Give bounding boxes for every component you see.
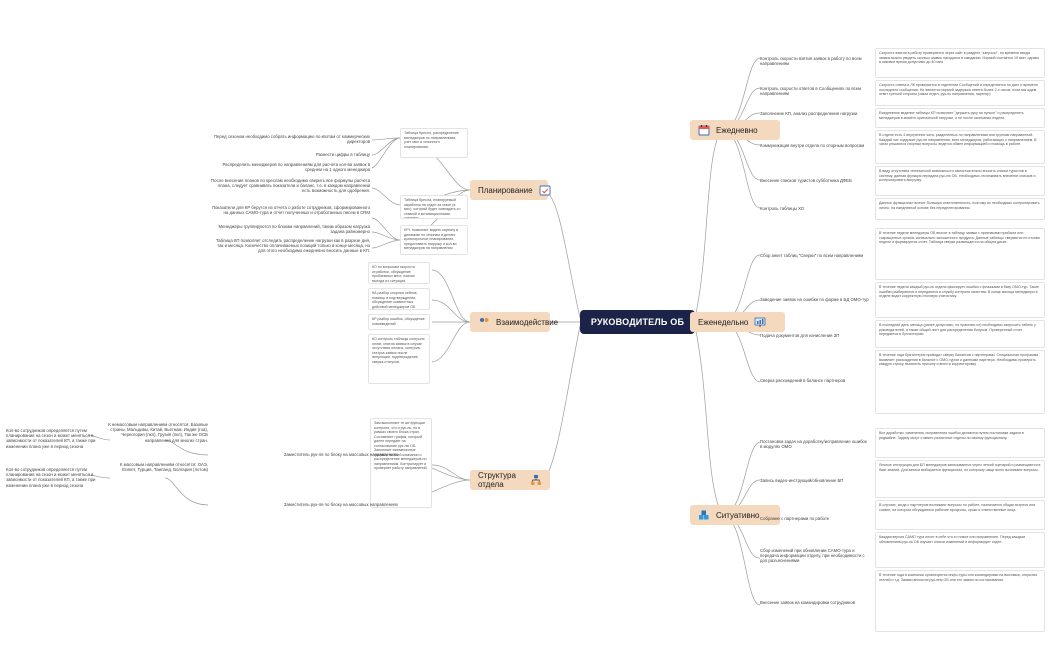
branch-weekly-label: Еженедельно — [698, 317, 749, 327]
structure-deputy-label: Заместитель рук-ля по блоку на массовых … — [283, 502, 398, 507]
planning-item-label: Показатели для КР берутся из отчета о ра… — [211, 205, 370, 216]
weekly-item-text: В течение недели менеджеры ОБ вносят в т… — [875, 228, 1045, 280]
daily-item-text: В виду отсутствия технической возможност… — [875, 166, 1045, 196]
situational-item-text: В случаях, когда с партнером возникают в… — [875, 500, 1045, 530]
weekly-item-label: Подача документов для начисления ЗП — [760, 333, 840, 338]
daily-item-text: Скорость ответа в ЛК проверяется в отдел… — [875, 80, 1045, 106]
daily-item-label: Внесение списков туристов субботника ДФЕ… — [760, 178, 852, 183]
calendar-check-icon — [539, 184, 551, 196]
branch-interaction[interactable]: Взаимодействие — [470, 312, 558, 332]
daily-item-label: Заполнение КП, анализ распределения нагр… — [760, 111, 858, 116]
daily-item-label: Коммуникация внутри отдела по спорным во… — [760, 143, 865, 148]
interaction-item-text: КР разбор ошибок, обсуждение нововведени… — [368, 314, 430, 330]
weekly-item-label: Сбор анкет таблиц "Сверки" по всем напра… — [760, 253, 864, 258]
daily-item-label: Контроль таблицы ХО — [760, 206, 805, 211]
interaction-item-text: КО по вопросам скорости отработки, обсуж… — [368, 262, 430, 284]
cubes-icon — [698, 509, 710, 521]
branch-planning-label: Планирование — [478, 185, 533, 195]
planning-block-text: Таблица Кресло, распределение менеджеров… — [400, 128, 468, 158]
structure-directions-list: К массовым направлениям относятся: ОАЭ, … — [119, 462, 208, 473]
daily-item-label: Контроль скорости взятия заявок в работу… — [760, 56, 862, 67]
branch-interaction-label: Взаимодействие — [496, 317, 559, 327]
situational-item-label: Сбор изменений при обновлении САМО-тура … — [760, 548, 865, 564]
situational-item-label: Внесение заявок на командировки сотрудни… — [760, 600, 856, 605]
situational-item-label: Постановка задач на доработку/исправлени… — [760, 439, 867, 450]
situational-item-text: Все доработки, изменения, исправления ош… — [875, 428, 1045, 458]
branch-planning[interactable]: Планирование — [470, 180, 551, 200]
interaction-item-text: КА разбор спорных кейсов, помощь в подтв… — [368, 288, 430, 310]
structure-deputy-label: Заместитель рук-ля по блоку на массовых … — [283, 452, 398, 457]
weekly-item-text: В течение недели каждый рук-ль отдела фи… — [875, 282, 1045, 318]
central-topic[interactable]: РУКОВОДИТЕЛЬ ОБ — [580, 310, 695, 334]
calendar-icon — [698, 124, 710, 136]
planning-item-label: Таблица КП позволяет отследить распредел… — [215, 238, 370, 254]
branch-situational-label: Ситуативно — [716, 510, 760, 520]
situational-item-label: Собрание с партнерами по работе — [760, 516, 830, 521]
planning-block-text: Таблица Кресла, планируемый заработок на… — [400, 195, 468, 219]
structure-staff-note: Кол-во сотрудников определяется путем пл… — [6, 428, 96, 449]
situational-item-text: В течение года в компании организуются и… — [875, 570, 1045, 632]
branch-daily-label: Ежедневно — [716, 125, 758, 135]
daily-item-label: Контроль скорости ответов в Сообщениях п… — [760, 86, 862, 97]
branch-situational[interactable]: Ситуативно — [690, 505, 780, 525]
planning-item-label: Разнести цифры в таблицу — [315, 152, 370, 157]
situational-item-text: Каждая версия САМО тура несет в себе что… — [875, 532, 1045, 568]
planning-item-label: После внесения планов по креслам необход… — [211, 178, 370, 194]
daily-item-text: Ежедневное ведение таблицы КП позволяет … — [875, 108, 1045, 128]
daily-item-text: В отделе есть 4 внутренних чата, разделе… — [875, 130, 1045, 164]
planning-item-label: Перед сезоном необходимо собрать информа… — [213, 134, 370, 145]
branch-structure-label: Структура отдела — [478, 471, 516, 489]
daily-item-text: Скорость взятия в работу проверяется чер… — [875, 48, 1045, 78]
people-icon — [478, 316, 490, 328]
branch-weekly[interactable]: Еженедельно — [690, 312, 785, 332]
weekly-item-text: В течение года бухгалтерия проводит свер… — [875, 350, 1045, 414]
chart-screen-icon — [754, 316, 766, 328]
situational-item-text: Личные инструкции для БП менеджеров запи… — [875, 460, 1045, 498]
planning-block-text: KPI, позволяет видеть картину в динамике… — [400, 225, 468, 255]
weekly-item-label: Сверка расхождений в балансе партнеров — [760, 378, 846, 383]
org-icon — [530, 474, 542, 486]
situational-item-label: Запись видео-инструкций/обновление БП — [760, 478, 844, 483]
structure-directions-list: К немассовым направлениям относятся: Баз… — [108, 422, 208, 443]
structure-staff-note: Кол-во сотрудников определяется путем пл… — [6, 467, 96, 488]
daily-item-text: Данные функционал влечет большую ответст… — [875, 198, 1045, 220]
planning-item-label: Распределить менеджеров по направлениям … — [222, 162, 370, 173]
branch-structure[interactable]: Структура отдела — [470, 470, 550, 490]
weekly-item-text: В последний день месяца (ранее допустимо… — [875, 320, 1045, 348]
weekly-item-label: Заведение заявок на ошибки по форме в БД… — [760, 297, 869, 302]
planning-item-label: Менеджеры группируются по блокам направл… — [218, 224, 370, 235]
interaction-item-text: КО контроль таблицы контроля оплат, снят… — [368, 334, 430, 384]
branch-daily[interactable]: Ежедневно — [690, 120, 780, 140]
structure-deputy-functions: Зам.выполняет те же функции контроля, чт… — [370, 418, 432, 508]
